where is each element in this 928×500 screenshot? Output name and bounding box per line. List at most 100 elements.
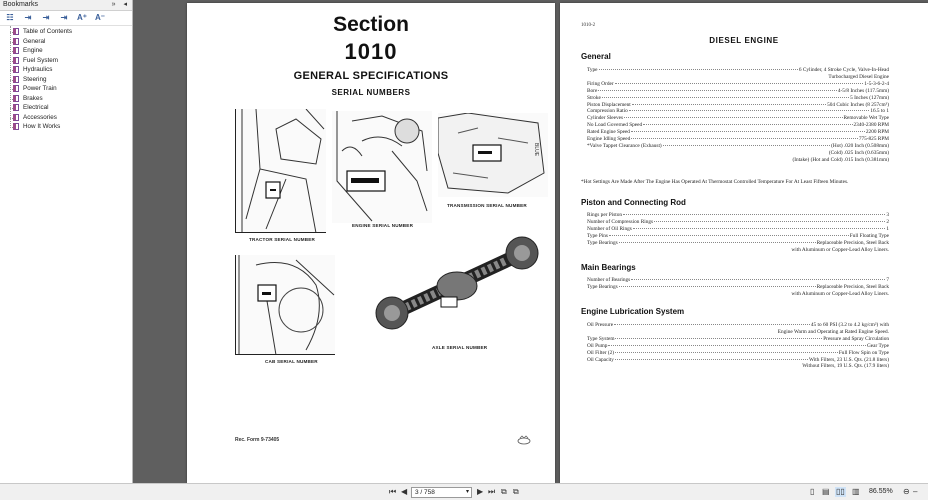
last-page-icon[interactable]: ⏭ (488, 487, 496, 496)
collapse-bookmark-icon[interactable]: ⇥ (42, 13, 50, 22)
spec-row: Oil Pressure 45 to 60 PSI (3.2 to 4.2 kg/… (587, 322, 889, 329)
bookmark-icon (13, 47, 19, 55)
bookmark-icon (13, 37, 19, 45)
spec-value-continued: (Cold) .025 Inch (0.635mm) (828, 149, 889, 156)
tractor-serial-image (235, 109, 326, 233)
bookmark-icon (13, 56, 19, 64)
spec-label: Oil Pressure (587, 322, 614, 328)
bookmark-brakes[interactable]: Brakes (0, 94, 132, 104)
section-number: 1010 (344, 39, 398, 64)
two-page-view-icon[interactable]: ▯▯ (835, 487, 846, 497)
bookmark-how-it-works[interactable]: How It Works (0, 122, 132, 132)
spec-value-continued: Turbocharged Diesel Engine (828, 73, 889, 80)
bookmark-icon (13, 28, 19, 36)
bookmark-label: Brakes (23, 94, 43, 102)
bookmark-label: Accessories (23, 113, 57, 121)
next-page-icon[interactable]: ▶ (477, 487, 484, 496)
spec-value: 2340-2380 RPM (853, 122, 889, 129)
bookmarks-toolbar: ☷ ⇥ ⇥ ⇥ A⁺ A⁻ (0, 11, 132, 26)
spec-value: With Filters, 23 U.S. Qts. (21.8 liters) (809, 356, 889, 363)
bookmark-icon (13, 94, 19, 102)
spec-value: 5 Inches (127mm) (850, 94, 889, 101)
bookmark-fuel-system[interactable]: Fuel System (0, 56, 132, 66)
continuous-view-icon[interactable]: ▤ (822, 487, 830, 496)
spec-value: 45 to 60 PSI (3.2 to 4.2 kg/cm²) with (810, 322, 889, 328)
leader-dots (618, 285, 816, 287)
previous-page-icon[interactable]: ◀ (401, 487, 408, 496)
leader-dots (618, 241, 816, 243)
spec-label: Type (587, 67, 598, 73)
bookmark-accessories[interactable]: Accessories (0, 113, 132, 123)
leader-dots (624, 117, 843, 119)
tree-connector (10, 26, 11, 126)
leader-dots (608, 234, 849, 236)
spec-value: 504 Cubic Inches (8 257cm³) (827, 101, 889, 108)
bookmark-electrical[interactable]: Electrical (0, 103, 132, 113)
bookmark-steering[interactable]: Steering (0, 75, 132, 85)
spec-label: Oil Filter (2) (587, 349, 615, 356)
zoom-slider-icon[interactable]: – (913, 487, 918, 496)
panel-options-icon[interactable]: » ◂ (111, 1, 130, 8)
chevron-down-icon[interactable]: ▾ (465, 489, 469, 495)
decrease-text-size-icon[interactable]: A⁻ (95, 13, 105, 22)
expand-bookmark-icon[interactable]: ⇥ (24, 13, 32, 22)
bookmarks-panel: Bookmarks » ◂ ☷ ⇥ ⇥ ⇥ A⁺ A⁻ Table of Con… (0, 0, 133, 483)
tractor-illustration (241, 109, 325, 232)
leader-dots (615, 337, 823, 339)
two-page-continuous-icon[interactable]: ▥ (852, 487, 860, 496)
form-reference: Rec. Form 9-73405 (235, 437, 280, 443)
bookmark-hydraulics[interactable]: Hydraulics (0, 65, 132, 75)
first-page-icon[interactable]: ⏮ (389, 487, 397, 496)
spec-value-continued: Engine Warm and Operating at Rated Engin… (777, 328, 889, 335)
spec-value: Pressure and Spray Circulation (823, 335, 889, 342)
page-number-input[interactable]: 3 / 758 ▾ (411, 487, 472, 498)
next-view-icon[interactable]: ⧉ (513, 487, 519, 496)
lubrication-specs: Oil Pressure 45 to 60 PSI (3.2 to 4.2 kg/… (587, 322, 889, 370)
spec-label: Stroke (587, 94, 601, 101)
bookmark-general[interactable]: General (0, 37, 132, 47)
leader-dots (631, 279, 886, 280)
piston-heading: Piston and Connecting Rod (581, 198, 686, 207)
bookmark-label: Power Train (23, 85, 57, 93)
bookmark-engine[interactable]: Engine (0, 46, 132, 56)
spec-value: Replaceable Precision, Steel Back (816, 283, 889, 290)
transmission-serial-image: BLUE (438, 113, 548, 197)
bookmarks-title: Bookmarks (3, 1, 39, 8)
bookmark-power-train[interactable]: Power Train (0, 84, 132, 94)
page-left: Section 1010 GENERAL SPECIFICATIONS SERI… (187, 3, 555, 483)
document-view[interactable]: Section 1010 GENERAL SPECIFICATIONS SERI… (134, 0, 928, 483)
spec-value-continued: with Aluminum or Copper-Lead Alloy Liner… (791, 246, 889, 253)
spec-label: Oil Capacity (587, 356, 614, 363)
spec-label: Type Bearings (587, 239, 618, 246)
previous-view-icon[interactable]: ⧉ (501, 487, 507, 496)
leader-dots (614, 324, 810, 325)
single-page-view-icon[interactable]: ▯ (810, 487, 815, 496)
spec-label: Cylinder Sleeves (587, 115, 624, 122)
section-subtitle: GENERAL SPECIFICATIONS (293, 70, 449, 82)
bookmark-options-icon[interactable]: ☷ (6, 13, 14, 22)
spec-value: Removable Wet Type (843, 115, 890, 122)
spec-row: Oil Capacity With Filters, 23 U.S. Qts. (… (587, 357, 889, 364)
zoom-level[interactable]: 86.55% (869, 488, 893, 495)
transmission-serial-caption: TRANSMISSION SERIAL NUMBER (447, 203, 527, 208)
increase-text-size-icon[interactable]: A⁺ (77, 13, 87, 22)
zoom-out-icon[interactable]: ⊖ (903, 487, 910, 496)
axle-illustration (375, 236, 539, 330)
section-word: Section (333, 13, 409, 36)
bookmark-table-of-contents[interactable]: Table of Contents (0, 27, 132, 37)
goto-bookmark-icon[interactable]: ⇥ (60, 13, 68, 22)
spec-value: 1-5-3-6-2-4 (864, 80, 889, 87)
